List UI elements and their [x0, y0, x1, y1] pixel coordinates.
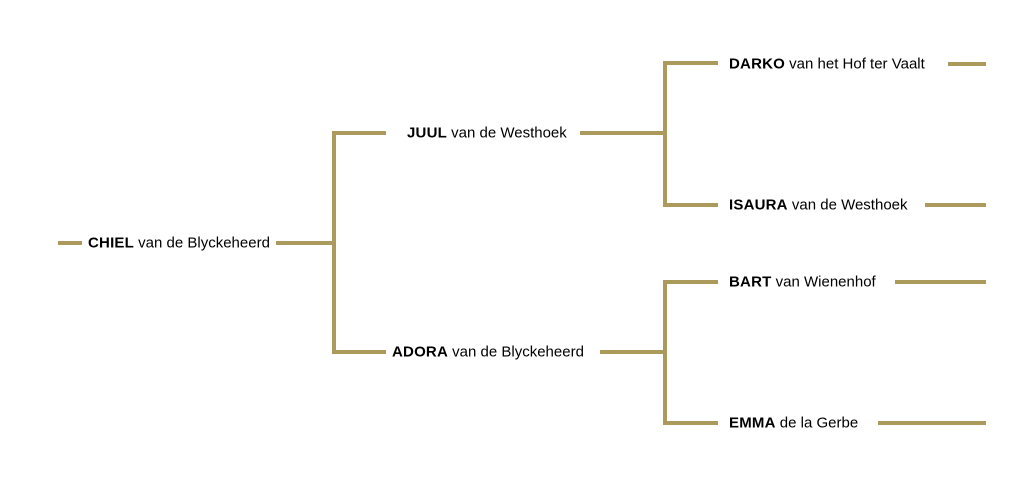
node-given-name: EMMA [729, 414, 776, 432]
pedigree-node-darko[interactable]: DARKO van het Hof ter Vaalt [729, 57, 925, 72]
pedigree-node-isaura[interactable]: ISAURA van de Westhoek [729, 198, 908, 213]
node-kennel-name: van het Hof ter Vaalt [785, 55, 925, 73]
node-given-name: ISAURA [729, 196, 788, 214]
node-given-name: BART [729, 273, 772, 291]
node-kennel-name: van de Blyckeheerd [448, 343, 584, 361]
node-given-name: JUUL [407, 124, 447, 142]
pedigree-node-juul[interactable]: JUUL van de Westhoek [407, 126, 567, 141]
node-given-name: DARKO [729, 55, 785, 73]
node-kennel-name: de la Gerbe [775, 414, 859, 432]
node-given-name: CHIEL [88, 234, 134, 252]
pedigree-node-chiel[interactable]: CHIEL van de Blyckeheerd [88, 236, 270, 251]
pedigree-node-adora[interactable]: ADORA van de Blyckeheerd [392, 345, 584, 360]
pedigree-node-emma[interactable]: EMMA de la Gerbe [729, 416, 858, 431]
node-kennel-name: van de Blyckeheerd [134, 234, 270, 252]
node-kennel-name: van Wienenhof [771, 273, 876, 291]
node-kennel-name: van de Westhoek [446, 124, 567, 142]
pedigree-node-bart[interactable]: BART van Wienenhof [729, 275, 876, 290]
node-given-name: ADORA [392, 343, 448, 361]
node-kennel-name: van de Westhoek [787, 196, 908, 214]
